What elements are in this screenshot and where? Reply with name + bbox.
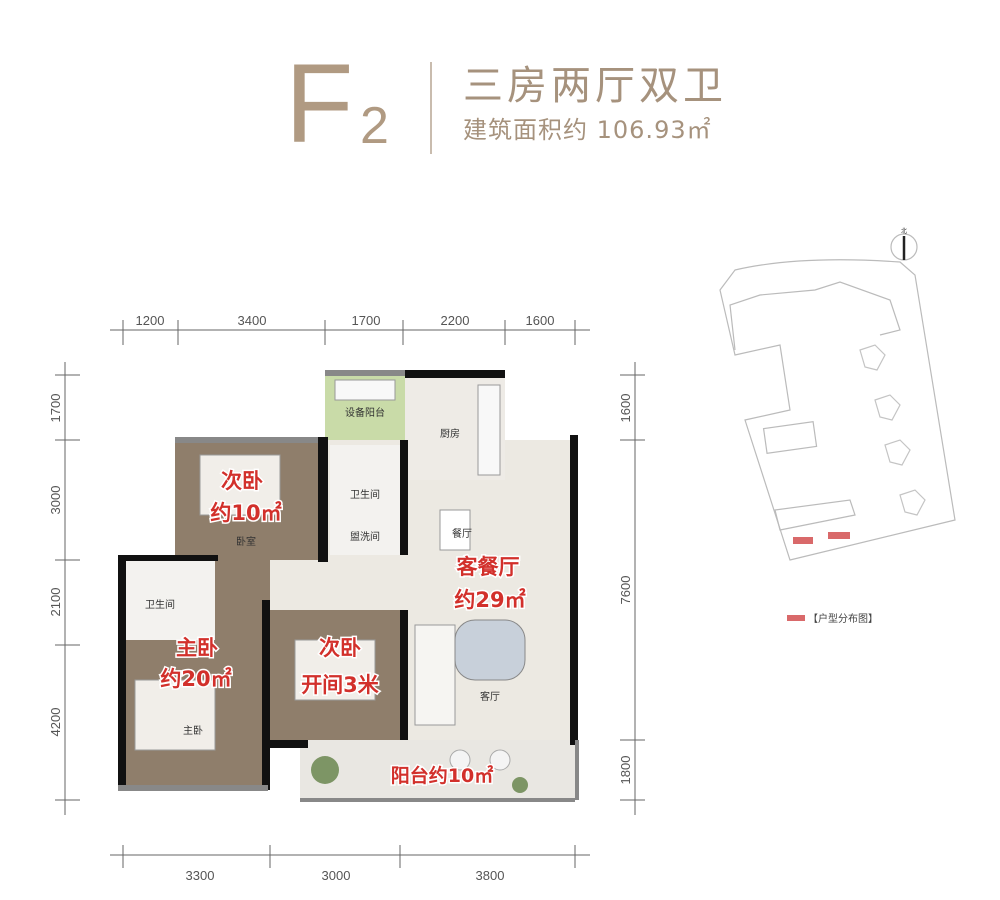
site-plan (719, 233, 956, 561)
dim-right-1: 1600 (618, 394, 633, 423)
balcony-label: 阳台约10㎡ (391, 764, 493, 787)
walls (118, 370, 579, 802)
label-washroom: 盥洗间 (350, 530, 380, 543)
north-label: 北 (901, 227, 907, 235)
dimension-lines (55, 320, 645, 868)
bedroom1-name: 次卧 (221, 469, 263, 493)
dim-top-4: 2200 (441, 313, 470, 328)
unit-number: 2 (360, 97, 389, 155)
dim-right-3: 1800 (618, 756, 633, 785)
dim-left-1: 1700 (48, 394, 63, 423)
unit-location-marker-1 (793, 537, 813, 544)
furniture (134, 379, 528, 793)
dim-left-3: 2100 (48, 588, 63, 617)
label-dining: 餐厅 (452, 527, 472, 540)
master-name: 主卧 (176, 636, 218, 660)
bedroom2-name: 次卧 (319, 636, 361, 660)
header-divider (430, 62, 432, 154)
unit-letter: F (285, 41, 354, 166)
bathroom2-floor (330, 445, 405, 555)
dim-bottom-1: 3300 (186, 868, 215, 883)
layout-title: 三房两厅双卫 (463, 63, 727, 109)
label-kitchen: 厨房 (440, 427, 460, 440)
master-bathroom-floor (123, 560, 215, 640)
dim-bottom-2: 3000 (322, 868, 351, 883)
balcony-floor (300, 740, 575, 800)
dim-left-4: 4200 (48, 708, 63, 737)
dim-top-3: 1700 (352, 313, 381, 328)
dim-top-2: 3400 (238, 313, 267, 328)
living-dining-name: 客餐厅 (457, 555, 520, 579)
bedroom1-area: 约10㎡ (210, 501, 281, 525)
site-plan-legend: 【户型分布图】 (787, 610, 878, 625)
label-equipment-balcony: 设备阳台 (345, 406, 385, 419)
master-area: 约20㎡ (160, 667, 231, 691)
living-dining-area: 约29㎡ (454, 588, 525, 612)
dim-top-1: 1200 (136, 313, 165, 328)
label-bedroom-small: 卧室 (236, 535, 256, 548)
unit-location-marker-2 (828, 532, 850, 539)
label-living: 客厅 (480, 690, 500, 703)
bedroom2-width: 开间3米 (301, 673, 380, 697)
dim-right-2: 7600 (618, 576, 633, 605)
legend-swatch (787, 614, 805, 621)
label-bathroom2: 卫生间 (350, 488, 380, 501)
label-master-bedroom-small: 主卧 (183, 724, 203, 737)
dim-top-5: 1600 (526, 313, 555, 328)
dim-left-2: 3000 (48, 486, 63, 515)
legend-text: 【户型分布图】 (808, 614, 878, 625)
dim-bottom-3: 3800 (476, 868, 505, 883)
label-master-bathroom: 卫生间 (145, 598, 175, 611)
area-subtitle: 建筑面积约 106.93㎡ (463, 116, 712, 144)
